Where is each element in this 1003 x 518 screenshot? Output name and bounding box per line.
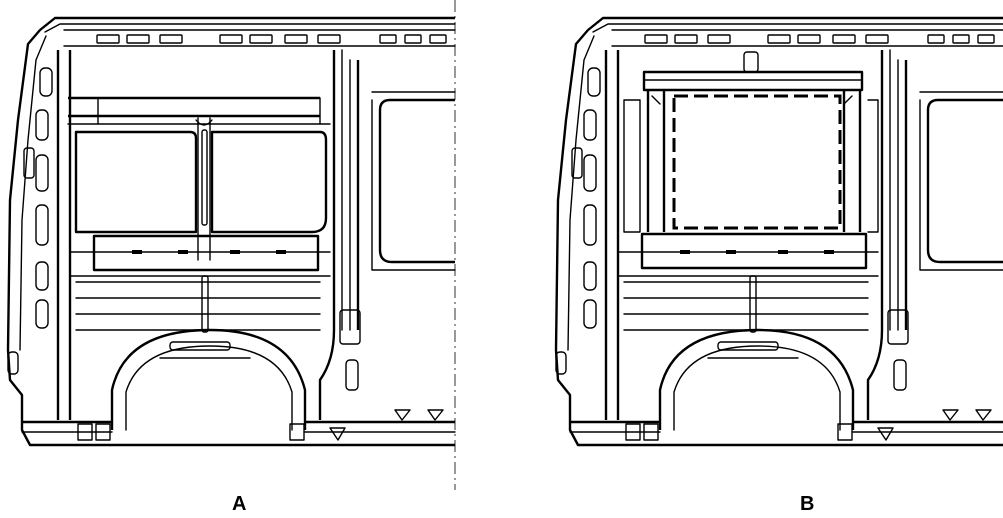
- roof-slot-row: [644, 34, 995, 44]
- front-pillar-openings: [555, 67, 601, 375]
- van-side-frame-modified: [554, 16, 1003, 447]
- panel-a-diagram: A: [0, 0, 470, 518]
- panel-b-diagram: B: [548, 0, 1003, 518]
- roof-slot-row: [96, 34, 447, 44]
- beam-slots: [680, 250, 834, 254]
- caption-b: B: [800, 493, 815, 515]
- cut-out-outline: [672, 94, 842, 230]
- front-pillar-openings: [7, 67, 53, 375]
- caption-a: A: [232, 493, 247, 515]
- van-side-frame-original: [6, 0, 456, 490]
- beam-slots: [132, 250, 286, 254]
